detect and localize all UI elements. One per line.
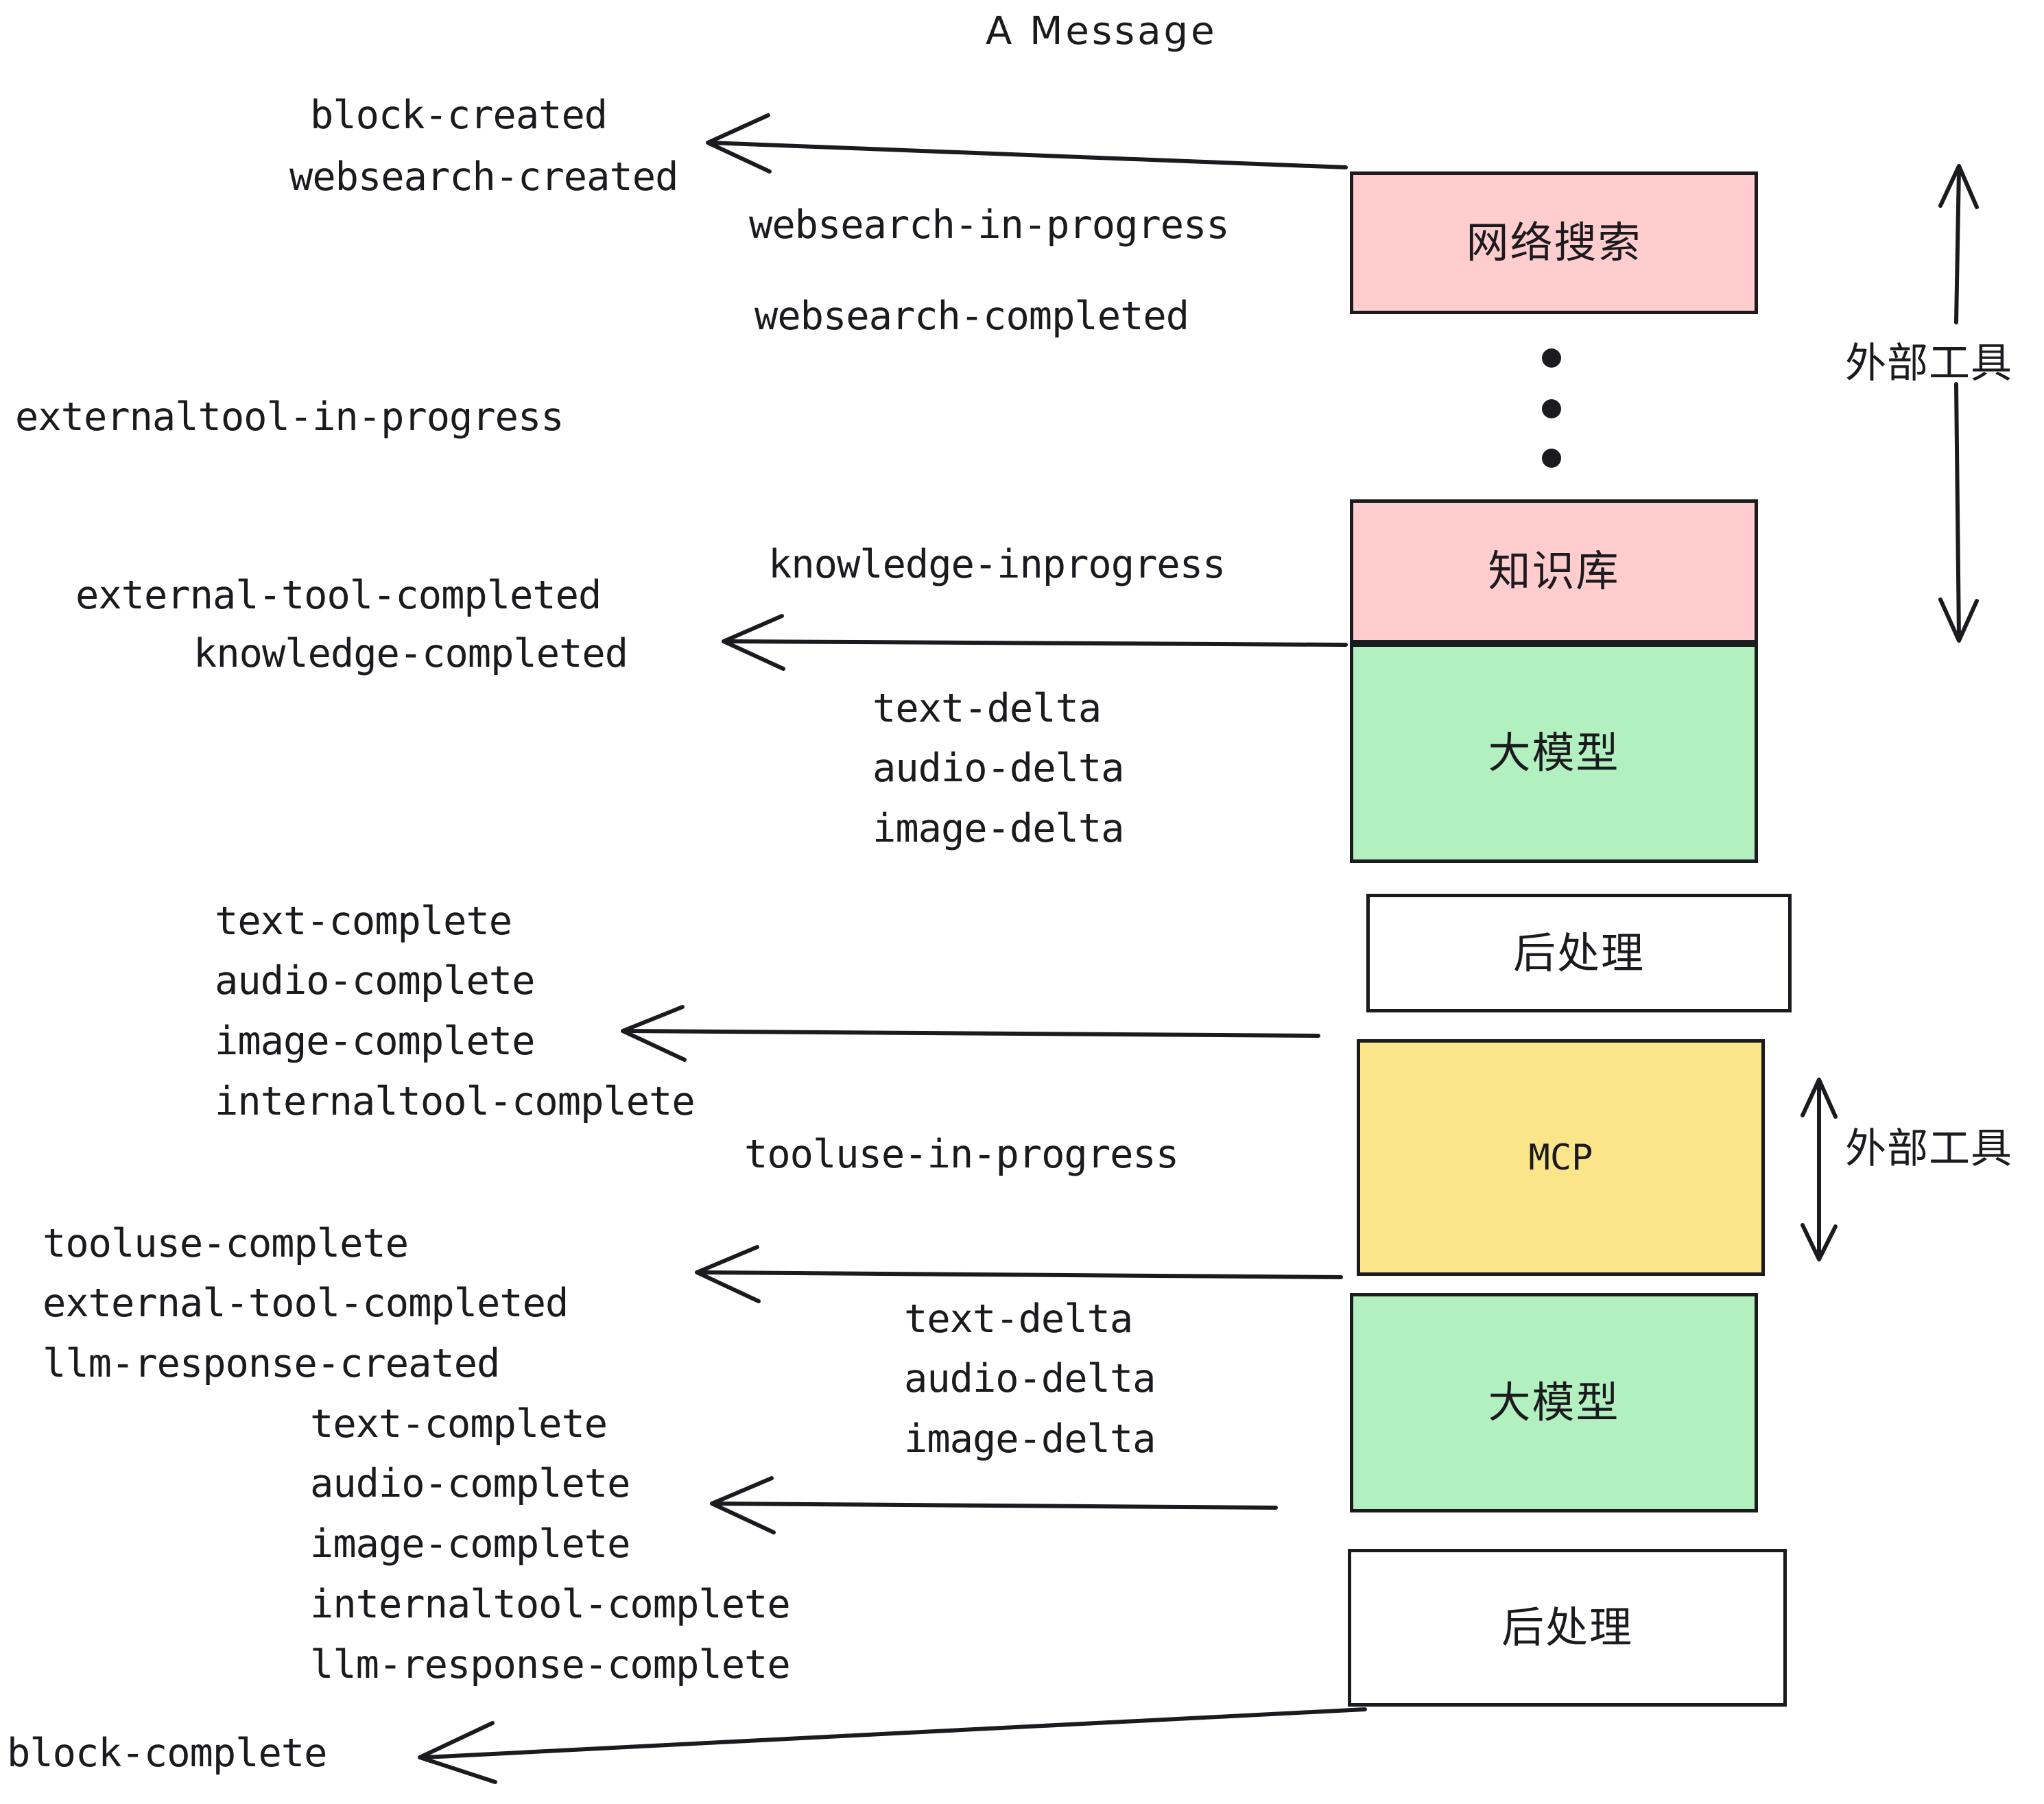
event-label-text-delta-1: text-delta: [872, 686, 1102, 731]
event-label-external-tool-completed-2: external-tool-completed: [43, 1281, 569, 1326]
event-label-image-delta-2: image-delta: [904, 1416, 1156, 1462]
bracket-arrow-external-tool-bottom: [1801, 1078, 1838, 1261]
event-label-websearch-completed: websearch-completed: [754, 294, 1189, 339]
event-label-tooluse-in-progress: tooluse-in-progress: [744, 1132, 1179, 1177]
side-label-external-tool-bottom: 外部工具: [1845, 1125, 2012, 1173]
event-label-external-tool-completed-1: external-tool-completed: [75, 573, 602, 618]
page-title: A Message: [986, 9, 1217, 54]
event-label-knowledge-inprogress: knowledge-inprogress: [768, 542, 1226, 587]
arrow-llm-to-audiocomplete: [710, 1476, 1278, 1534]
component-box-llm-top[interactable]: 大模型: [1350, 643, 1758, 863]
event-label-text-delta-2: text-delta: [904, 1296, 1133, 1342]
component-box-llm-bottom[interactable]: 大模型: [1350, 1293, 1758, 1512]
arrow-websearch-to-blockcreated: [706, 113, 1348, 174]
event-label-image-complete-2: image-complete: [310, 1521, 630, 1567]
component-box-knowledge[interactable]: 知识库: [1350, 499, 1758, 643]
event-label-llm-response-created: llm-response-created: [43, 1341, 500, 1386]
component-box-websearch[interactable]: 网络搜索: [1350, 171, 1758, 314]
event-label-text-complete-1: text-complete: [215, 899, 512, 944]
event-label-llm-response-complete: llm-response-complete: [310, 1642, 791, 1687]
event-label-websearch-in-progress: websearch-in-progress: [749, 202, 1230, 248]
bracket-arrow-external-tool-top: [1938, 164, 1979, 643]
event-label-websearch-created: websearch-created: [289, 154, 678, 200]
event-label-image-delta-1: image-delta: [872, 806, 1124, 851]
event-label-text-complete-2: text-complete: [310, 1401, 608, 1447]
event-label-image-complete-1: image-complete: [215, 1019, 535, 1064]
ellipsis-dots-external-tools: [1542, 348, 1561, 468]
arrow-mcp-to-imagecomplete: [621, 1005, 1320, 1062]
event-label-externaltool-in-progress: externaltool-in-progress: [15, 394, 565, 440]
component-box-mcp[interactable]: MCP: [1357, 1039, 1765, 1276]
component-box-postprocess-top[interactable]: 后处理: [1366, 894, 1792, 1012]
arrow-postprocess-to-blockcomplete: [418, 1707, 1367, 1784]
event-label-block-created: block-created: [310, 93, 608, 138]
event-label-audio-complete-1: audio-complete: [215, 958, 535, 1004]
event-label-audio-delta-2: audio-delta: [904, 1356, 1156, 1401]
arrow-mcp-to-toolusecomplete: [695, 1245, 1343, 1303]
event-label-audio-delta-1: audio-delta: [872, 746, 1124, 791]
component-box-postprocess-bottom[interactable]: 后处理: [1348, 1549, 1787, 1707]
event-label-internaltool-complete-1: internaltool-complete: [215, 1079, 696, 1124]
event-label-block-complete: block-complete: [7, 1731, 327, 1776]
arrow-knowledge-to-knowledgecompleted: [722, 614, 1348, 671]
event-label-tooluse-complete: tooluse-complete: [43, 1221, 409, 1266]
event-label-audio-complete-2: audio-complete: [310, 1461, 630, 1506]
side-label-external-tool-top: 外部工具: [1845, 340, 2012, 388]
event-label-internaltool-complete-2: internaltool-complete: [310, 1582, 791, 1627]
event-label-knowledge-completed: knowledge-completed: [193, 631, 628, 676]
